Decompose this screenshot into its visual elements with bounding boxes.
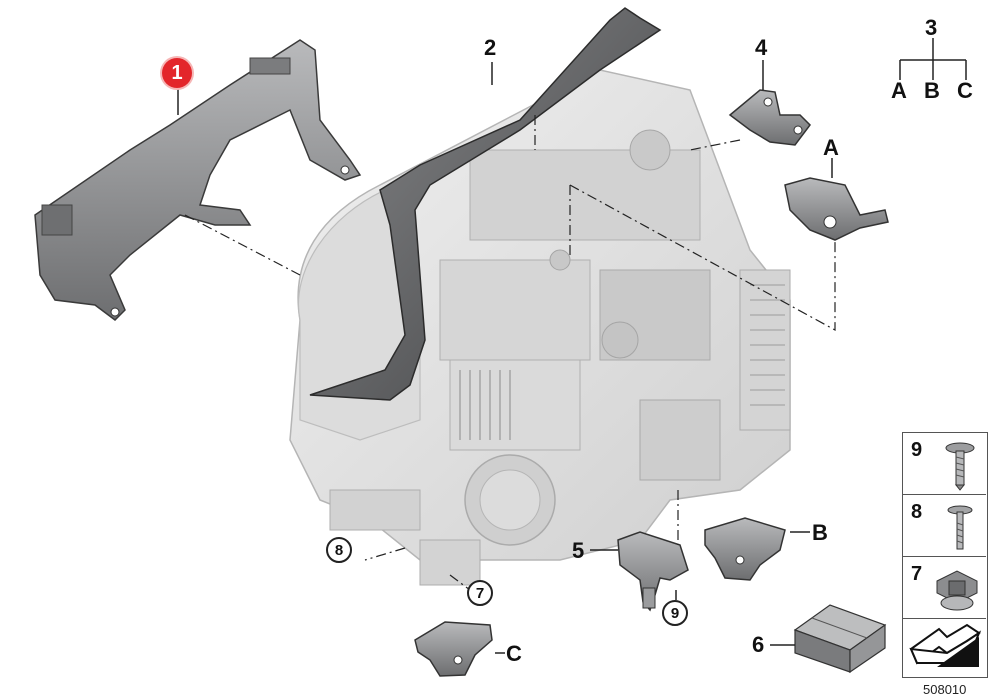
legend-row-9[interactable]: 9 bbox=[903, 433, 986, 495]
bracket-sub-a bbox=[784, 177, 889, 241]
fastener-legend: 9 8 7 bbox=[902, 432, 988, 678]
screw-icon bbox=[945, 442, 975, 491]
headlight-assembly bbox=[289, 69, 791, 586]
callout-sub-a[interactable]: A bbox=[823, 135, 839, 160]
callout-6[interactable]: 6 bbox=[752, 632, 765, 657]
bracket-part-4 bbox=[728, 89, 811, 146]
bracket-sub-b bbox=[704, 517, 786, 581]
leader-lines bbox=[184, 115, 836, 591]
callout-lines bbox=[177, 38, 967, 654]
legend-row-8[interactable]: 8 bbox=[903, 495, 986, 557]
legend-num-7: 7 bbox=[911, 563, 923, 585]
bracket-part-5 bbox=[617, 531, 689, 612]
seal-strip-part-2 bbox=[309, 7, 662, 401]
legend-num-8: 8 bbox=[911, 501, 923, 523]
bracket-part-1 bbox=[34, 39, 362, 321]
legend-row-7[interactable]: 7 bbox=[903, 557, 986, 619]
callout-1-highlighted[interactable]: 1 bbox=[162, 58, 192, 88]
tree-child-c: C bbox=[957, 78, 973, 103]
callout-5[interactable]: 5 bbox=[572, 538, 585, 563]
callout-9[interactable]: 9 bbox=[662, 600, 688, 626]
diagram-id: 508010 bbox=[923, 682, 967, 697]
bracket-sub-c bbox=[414, 621, 493, 677]
tree-child-a: A bbox=[891, 78, 907, 103]
bookmark-arrow-icon bbox=[909, 623, 982, 667]
callout-sub-b[interactable]: B bbox=[812, 520, 828, 545]
callout-sub-c[interactable]: C bbox=[506, 641, 522, 666]
callout-4[interactable]: 4 bbox=[755, 35, 768, 60]
clip-nut-icon bbox=[936, 570, 978, 611]
callout-2[interactable]: 2 bbox=[484, 35, 497, 60]
repair-kit-part-6 bbox=[793, 604, 887, 674]
callout-3[interactable]: 3 bbox=[925, 15, 938, 40]
callout-8[interactable]: 8 bbox=[326, 537, 352, 563]
legend-row-bookmark[interactable] bbox=[903, 619, 986, 677]
tree-child-b: B bbox=[924, 78, 940, 103]
bolt-icon bbox=[947, 505, 973, 550]
legend-num-9: 9 bbox=[911, 439, 923, 461]
callout-7[interactable]: 7 bbox=[467, 580, 493, 606]
